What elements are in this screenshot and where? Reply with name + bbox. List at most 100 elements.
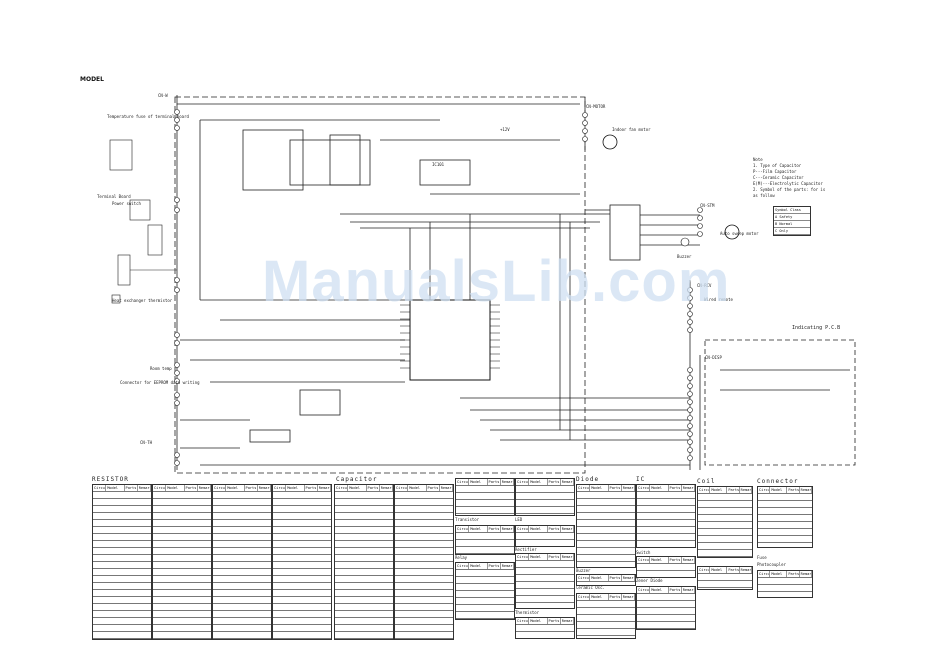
table-row	[335, 618, 393, 625]
parts-table: Circuit NameModelParts No.Remarks	[576, 484, 636, 568]
table-row	[516, 589, 574, 596]
table-row	[213, 625, 271, 632]
table-row	[395, 527, 453, 534]
table-column-label: Remarks	[501, 526, 514, 532]
table-row	[153, 597, 211, 604]
table-row	[456, 500, 514, 507]
parts-table: Circuit NameModelParts No.Remarks	[576, 574, 636, 586]
table-column-label: Parts No.	[548, 526, 561, 532]
table-row	[758, 494, 812, 501]
table-column-label: Model	[770, 571, 788, 577]
table-header-row: Circuit NameModelParts No.Remarks	[637, 485, 695, 492]
table-row	[153, 569, 211, 576]
table-column-label: Parts No.	[669, 485, 682, 491]
table-column-label: Parts No.	[609, 594, 622, 600]
table-column-label: Remarks	[501, 563, 514, 569]
note-line: as follow	[753, 193, 775, 198]
table-row	[395, 583, 453, 590]
table-row	[335, 506, 393, 513]
table-column-label: Parts No.	[488, 563, 501, 569]
table-column-label: Remarks	[800, 571, 812, 577]
parts-table: Circuit NameModelParts No.Remarks	[697, 566, 753, 590]
note-line: 1. Type of Capacitor	[753, 163, 802, 168]
table-row	[153, 625, 211, 632]
table-row	[516, 561, 574, 568]
table-row	[213, 604, 271, 611]
ic-label: IC101	[432, 162, 445, 167]
table-row	[456, 570, 514, 577]
table-row	[213, 548, 271, 555]
symbol-row: B Normal	[774, 221, 810, 228]
table-row	[153, 632, 211, 639]
table-row	[395, 632, 453, 639]
table-row	[273, 534, 331, 541]
table-column-label: Circuit Name	[638, 485, 651, 491]
table-row	[273, 597, 331, 604]
table-row	[273, 583, 331, 590]
table-row	[395, 625, 453, 632]
table-row	[213, 632, 271, 639]
table-row	[153, 513, 211, 520]
table-row	[698, 515, 752, 522]
table-column-label: Remarks	[740, 567, 752, 573]
table-column-label: Model	[469, 479, 488, 485]
temperature-fuse-label: Temperature fuse of terminal board	[107, 114, 189, 119]
table-row	[516, 486, 574, 493]
table-row	[698, 522, 752, 529]
table-column-label: Model	[469, 563, 488, 569]
table-column-label: Model	[529, 479, 548, 485]
note-block: Note 1. Type of Capacitor P---Film Capac…	[753, 157, 825, 199]
table-column-label: Circuit Name	[517, 526, 530, 532]
table-column-label: Model	[710, 487, 728, 493]
table-row	[698, 529, 752, 536]
table-column-label: Model	[166, 485, 185, 491]
table-header-row: Circuit NameModelParts No.Remarks	[516, 618, 574, 625]
table-row	[456, 493, 514, 500]
fan-motor-symbol	[602, 134, 618, 150]
wired-remote-label: Wired remote	[704, 297, 733, 302]
symbol-row: C Only	[774, 228, 810, 235]
table-column-label: Remarks	[380, 485, 393, 491]
rectifier-header: Rectifier	[515, 547, 537, 552]
table-row	[213, 513, 271, 520]
table-row	[93, 506, 151, 513]
table-row	[335, 520, 393, 527]
table-row	[93, 541, 151, 548]
table-row	[153, 562, 211, 569]
table-row	[758, 508, 812, 515]
table-column-label: Parts No.	[609, 485, 622, 491]
table-row	[637, 615, 695, 622]
table-column-label: Remarks	[622, 594, 635, 600]
table-header-row: Circuit NameModelParts No.Remarks	[698, 487, 752, 494]
parts-table: Circuit NameModelParts No.Remarks	[515, 617, 575, 639]
table-row	[577, 527, 635, 534]
table-row	[335, 583, 393, 590]
table-row	[335, 604, 393, 611]
table-row	[93, 534, 151, 541]
switch-header: Switch	[636, 550, 651, 555]
table-row	[456, 507, 514, 514]
table-column-label: Parts No.	[125, 485, 138, 491]
table-row	[273, 548, 331, 555]
capacitor-header: Capacitor	[336, 476, 378, 483]
table-row	[213, 569, 271, 576]
table-row	[153, 576, 211, 583]
connector-header: Connector	[757, 478, 799, 485]
table-row	[273, 562, 331, 569]
table-column-label: Model	[590, 575, 609, 581]
table-row	[577, 629, 635, 636]
table-column-label: Circuit Name	[759, 487, 771, 493]
table-row	[395, 506, 453, 513]
table-row	[273, 639, 331, 640]
table-row	[213, 499, 271, 506]
table-column-label: Parts No.	[548, 479, 561, 485]
table-row	[153, 590, 211, 597]
table-row	[93, 625, 151, 632]
table-column-label: Remarks	[198, 485, 211, 491]
table-header-row: Circuit NameModelParts No.Remarks	[213, 485, 271, 492]
table-row	[637, 601, 695, 608]
table-row	[395, 492, 453, 499]
table-row	[153, 492, 211, 499]
table-column-label: Model	[770, 487, 788, 493]
table-row	[577, 548, 635, 555]
